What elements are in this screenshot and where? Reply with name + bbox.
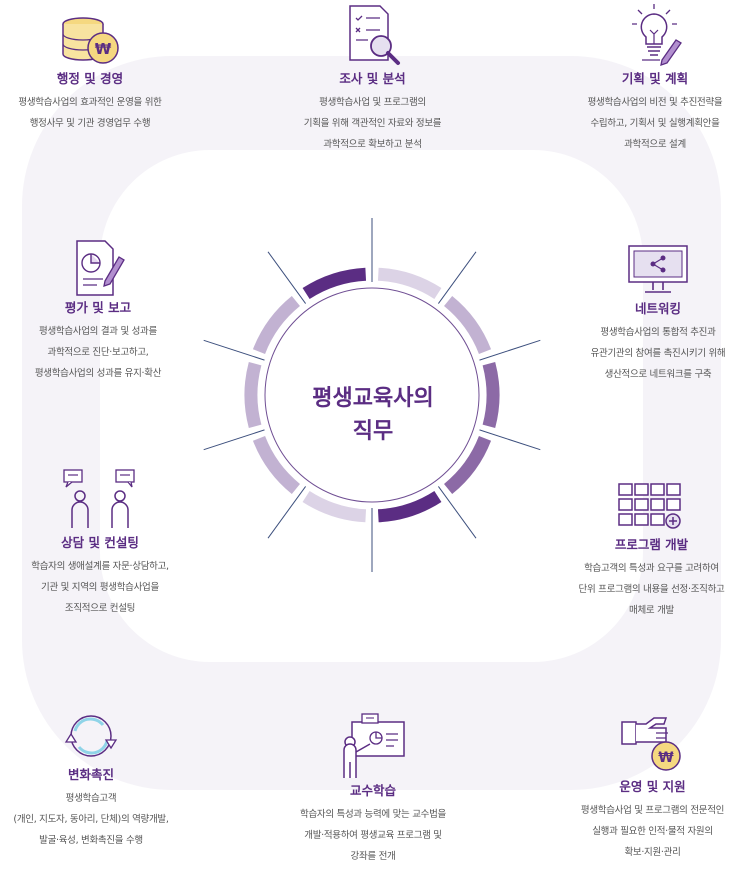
wheel-segment [252, 295, 301, 355]
duty-operation-support: ₩ 운영 및 지원 평생학습사업 및 프로그램의 전문적인 실행과 필요한 인적… [562, 712, 743, 863]
item-desc-line3: 매체로 개발 [629, 605, 674, 616]
item-desc-line2: 실행과 필요한 인적·물적 자원의 [592, 826, 713, 837]
svg-text:₩: ₩ [658, 750, 674, 766]
center-title: 평생교육사의 직무 [268, 382, 478, 448]
wheel-segment [443, 435, 492, 495]
hand-money-icon: ₩ [620, 717, 681, 771]
item-desc-line2: 유관기관의 참여를 촉진시키기 위해 [590, 348, 726, 359]
item-desc-line3: 과학적으로 설계 [624, 139, 686, 150]
coins-icon: ₩ [62, 17, 119, 64]
duty-program-development: 프로그램 개발 학습고객의 특성과 요구를 고려하여 단위 프로그램의 내용을 … [560, 480, 743, 621]
item-desc-line3: 생산적으로 네트워크를 구축 [604, 369, 712, 380]
duty-change-promotion: 변화촉진 평생학습고객 (개인, 지도자, 동아리, 단체)의 역량개발, 발굴… [0, 706, 182, 851]
wheel-segment [302, 267, 367, 300]
item-desc-line3: 평생학습사업의 성과를 유지·확산 [34, 368, 162, 379]
item-desc-line1: 평생학습고객 [65, 793, 117, 804]
spoke-line [203, 339, 265, 361]
spoke-line [267, 486, 307, 539]
monitor-share-icon [628, 245, 688, 293]
duty-admin-management: ₩ 행정 및 경영 평생학습사업의 효과적인 운영을 위한 행정사무 및 기관 … [0, 10, 180, 134]
duty-networking: 네트워킹 평생학습사업의 통합적 추진과 유관기관의 참여를 촉진시키기 위해 … [568, 242, 743, 385]
center-title-line1: 평생교육사의 [312, 386, 434, 411]
spoke-line [437, 251, 477, 304]
item-title: 상담 및 컨설팅 [61, 535, 139, 550]
item-desc-line3: 과학적으로 확보하고 분석 [323, 139, 422, 150]
item-desc-line2: 수립하고, 기획서 및 실행계획안을 [590, 118, 720, 129]
wheel-segment [443, 295, 492, 355]
wheel-segment [482, 362, 500, 428]
duty-planning: 기획 및 계획 평생학습사업의 비전 및 추진전략을 수립하고, 기획서 및 실… [567, 2, 743, 155]
item-desc-line1: 학습고객의 특성과 요구를 고려하여 [584, 563, 719, 574]
item-desc-line1: 평생학습사업의 결과 및 성과를 [39, 326, 157, 337]
spoke-line [437, 486, 477, 539]
item-title: 평가 및 보고 [64, 300, 132, 315]
item-title: 네트워킹 [634, 301, 681, 316]
item-desc-line2: (개인, 지도자, 동아리, 단체)의 역량개발, [13, 814, 169, 825]
spoke-line [479, 429, 541, 451]
teacher-board-icon [343, 713, 405, 778]
item-desc-line3: 발굴·육성, 변화촉진을 수행 [39, 835, 143, 846]
spoke-line [203, 429, 265, 451]
lightbulb-icon [632, 4, 682, 66]
item-desc-line1: 평생학습사업 및 프로그램의 전문적인 [580, 805, 725, 816]
item-desc-line1: 학습자의 생애설계를 자문·상담하고, [31, 561, 169, 572]
duty-teaching-learning: 교수학습 학습자의 특성과 능력에 맞는 교수법을 개발·적용하여 평생교육 프… [278, 712, 468, 867]
item-desc-line2: 기획을 위해 객관적인 자료와 정보를 [303, 118, 442, 129]
item-title: 교수학습 [349, 783, 396, 798]
item-title: 운영 및 지원 [619, 779, 686, 794]
item-desc-line3: 확보·지원·관리 [624, 847, 681, 858]
wheel-segment [377, 267, 442, 300]
item-desc-line2: 단위 프로그램의 내용을 선정·조직하고 [578, 584, 725, 595]
item-desc-line2: 개발·적용하여 평생교육 프로그램 및 [304, 830, 442, 841]
center-title-line2: 직무 [352, 419, 394, 444]
item-desc-line1: 학습자의 특성과 능력에 맞는 교수법을 [300, 809, 446, 820]
wheel-segment [302, 490, 367, 523]
wheel-segment [252, 435, 301, 495]
item-title: 변화촉진 [67, 767, 114, 782]
item-desc-line2: 과학적으로 진단·보고하고, [47, 347, 149, 358]
consulting-people-icon [63, 469, 135, 528]
item-desc-line2: 행정사무 및 기관 경영업무 수행 [29, 118, 151, 129]
wheel-segment [377, 490, 442, 523]
wheel-segment [244, 362, 262, 428]
item-desc-line1: 평생학습사업의 비전 및 추진전략을 [587, 97, 723, 108]
item-title: 조사 및 분석 [339, 71, 406, 86]
item-desc-line3: 조직적으로 컨설팅 [64, 603, 136, 614]
document-search-icon [348, 5, 400, 65]
item-title: 프로그램 개발 [614, 537, 689, 552]
duty-counseling-consulting: 상담 및 컨설팅 학습자의 생애설계를 자문·상담하고, 기관 및 지역의 평생… [20, 466, 180, 619]
duty-research-analysis: 조사 및 분석 평생학습사업 및 프로그램의 기획을 위해 객관적인 자료와 정… [280, 2, 465, 155]
report-chart-icon [76, 240, 125, 296]
program-grid-icon [617, 483, 681, 529]
item-desc-line1: 평생학습사업의 효과적인 운영을 위한 [18, 97, 162, 108]
spoke-line [267, 251, 307, 304]
item-desc-line2: 기관 및 지역의 평생학습사업을 [41, 582, 159, 593]
item-desc-line3: 강좌를 전개 [350, 851, 396, 862]
wheel-segments [244, 267, 500, 523]
inner-circle [264, 287, 480, 503]
item-title: 행정 및 경영 [56, 71, 124, 86]
spoke-lines [203, 218, 541, 572]
cycle-arrows-icon [64, 715, 118, 757]
item-desc-line1: 평생학습사업의 통합적 추진과 [600, 327, 716, 338]
duty-evaluation-report: 평가 및 보고 평생학습사업의 결과 및 성과를 과학적으로 진단·보고하고, … [12, 237, 184, 384]
spoke-line [479, 339, 541, 361]
svg-text:₩: ₩ [95, 40, 112, 58]
item-title: 기획 및 계획 [621, 71, 689, 86]
item-desc-line1: 평생학습사업 및 프로그램의 [319, 97, 426, 108]
